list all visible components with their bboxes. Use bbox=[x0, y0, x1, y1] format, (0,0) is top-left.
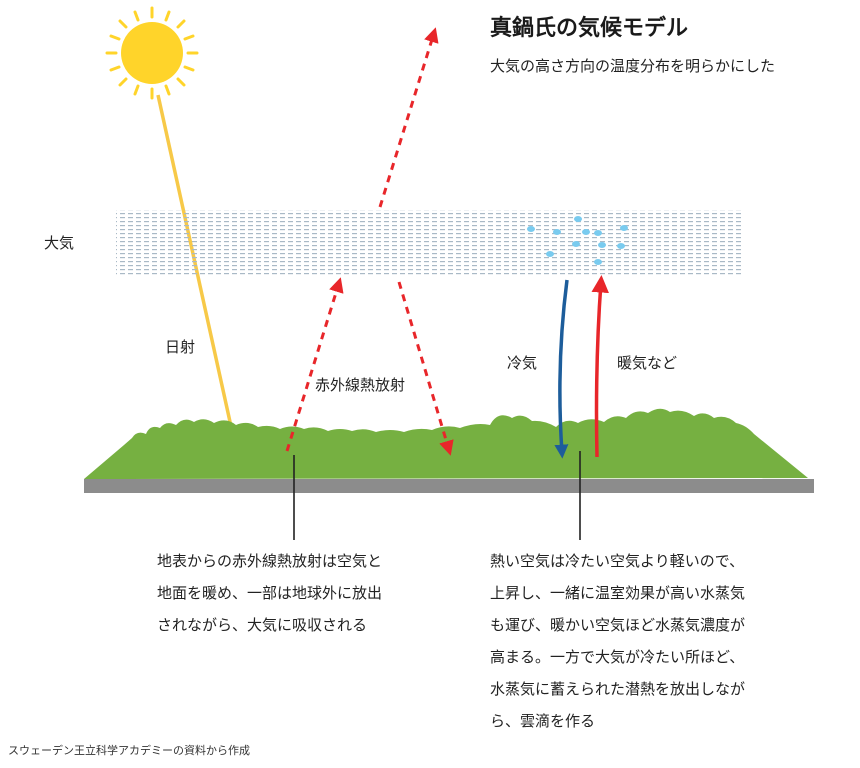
sun-icon bbox=[105, 6, 199, 100]
note-line: 水蒸気に蓄えられた潜熱を放出しなが bbox=[490, 680, 746, 698]
note-line: 熱い空気は冷たい空気より軽いので、 bbox=[490, 552, 745, 570]
note-line: 上昇し、一緒に温室効果が高い水蒸気 bbox=[490, 584, 746, 602]
ground bbox=[84, 408, 814, 493]
cool-air-label: 冷気 bbox=[507, 354, 538, 372]
warm-air-label: 暖気など bbox=[617, 354, 678, 372]
note-line: ら、雲滴を作る bbox=[490, 712, 596, 730]
sunlight-label: 日射 bbox=[165, 338, 196, 356]
note-line: も運び、暖かい空気ほど水蒸気濃度が bbox=[490, 616, 746, 634]
infrared-down-arrow bbox=[397, 281, 454, 456]
infrared-up-arrow bbox=[285, 277, 344, 452]
source-credit: スウェーデン王立科学アカデミーの資料から作成 bbox=[8, 744, 250, 757]
infrared-explanation: 地表からの赤外線熱放射は空気と 地面を暖め、一部は地球外に放出 されながら、大気… bbox=[157, 545, 382, 641]
convection-explanation: 熱い空気は冷たい空気より軽いので、 上昇し、一緒に温室効果が高い水蒸気 も運び、… bbox=[490, 545, 745, 737]
note-line: されながら、大気に吸収される bbox=[157, 616, 368, 634]
atmosphere-label: 大気 bbox=[44, 234, 75, 252]
warm-air-arrow bbox=[591, 275, 609, 458]
note-line: 高まる。一方で大気が冷たい所ほど、 bbox=[490, 648, 745, 666]
diagram-subtitle: 大気の高さ方向の温度分布を明らかにした bbox=[490, 57, 776, 75]
note-line: 地表からの赤外線熱放射は空気と bbox=[157, 552, 383, 570]
cool-air-arrow bbox=[554, 279, 569, 459]
diagram-title: 真鍋氏の気候モデル bbox=[490, 16, 689, 41]
atmosphere-band bbox=[116, 210, 742, 276]
water-droplets bbox=[527, 216, 628, 265]
infrared-escape-arrow bbox=[378, 27, 439, 208]
infrared-label: 赤外線熱放射 bbox=[315, 376, 406, 394]
note-line: 地面を暖め、一部は地球外に放出 bbox=[157, 584, 383, 602]
